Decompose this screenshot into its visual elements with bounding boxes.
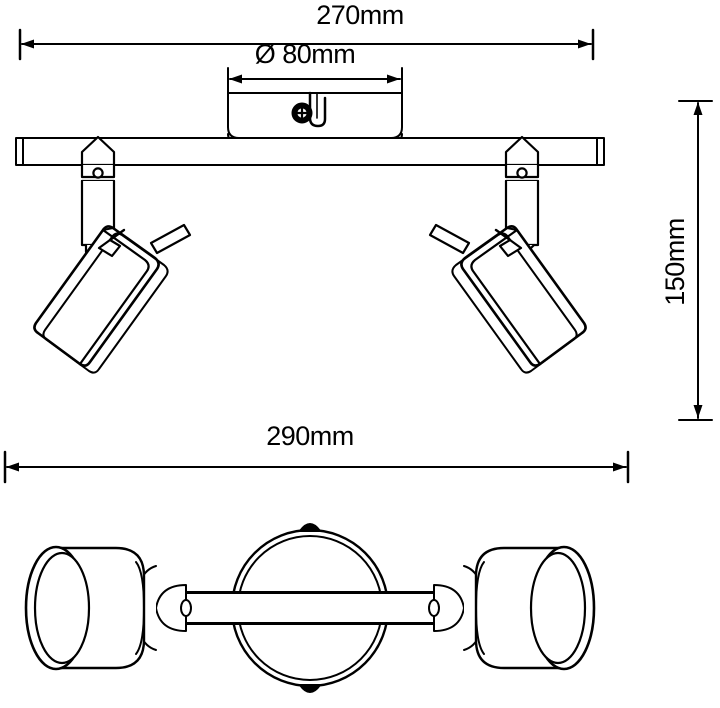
cross-bar (15, 137, 605, 166)
cable-hook (308, 91, 327, 128)
canopy-plan-overlay (185, 592, 435, 624)
joint-left (97, 228, 126, 258)
dimension-80mm: Ø 80mm (227, 39, 403, 94)
spot-head-right-plan (474, 545, 596, 671)
dimension-150mm-label: 150mm (660, 218, 690, 306)
cross-bar-plan (185, 591, 435, 625)
bottom-plan-view (24, 523, 596, 693)
spot-head-left-plan (24, 545, 146, 671)
dimension-290mm: 290mm (3, 421, 630, 484)
canopy (227, 92, 403, 142)
lamp-stem-left (149, 223, 192, 255)
dimension-290mm-label: 290mm (266, 421, 354, 451)
dimension-80mm-label: Ø 80mm (255, 39, 356, 69)
dimension-270mm-label: 270mm (316, 0, 404, 30)
spot-head-left (33, 225, 169, 374)
mounting-screw (291, 102, 313, 124)
front-elevation-view (15, 91, 605, 374)
spot-head-right (451, 225, 587, 374)
dimension-150mm: 150mm (660, 100, 713, 421)
dimension-270mm: 270mm (18, 0, 595, 61)
joint-right (494, 228, 523, 258)
lamp-stem-right (428, 223, 471, 255)
